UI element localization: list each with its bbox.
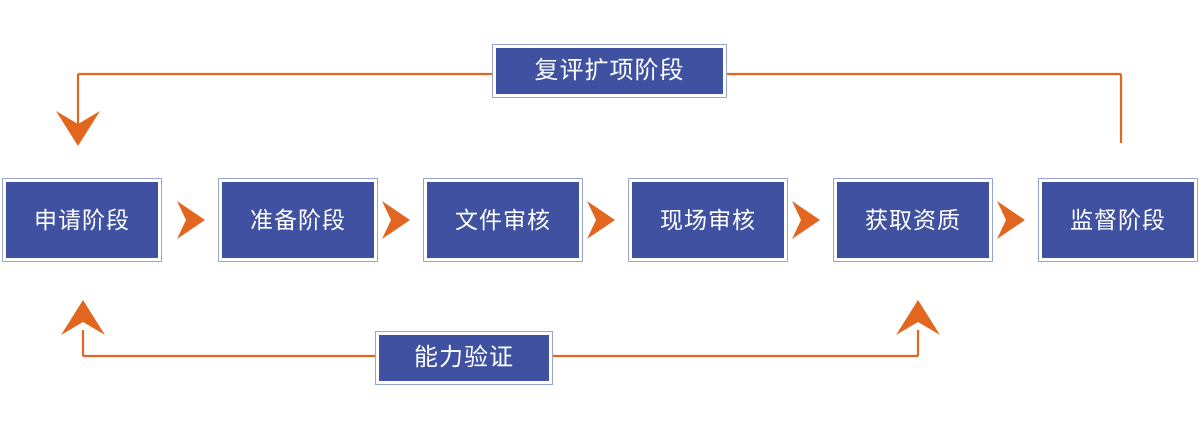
stage-box-doc-review[interactable]: 文件审核: [423, 178, 583, 262]
stage-box-apply-inner: 申请阶段: [6, 182, 158, 258]
stage-box-supervise-inner: 监督阶段: [1042, 182, 1194, 258]
stage-box-obtain[interactable]: 获取资质: [833, 178, 993, 262]
stage-box-doc-review-inner: 文件审核: [427, 182, 579, 258]
stage-label-doc-review: 文件审核: [455, 206, 551, 233]
stage-box-supervise[interactable]: 监督阶段: [1038, 178, 1198, 262]
chevron-right-icon: [997, 201, 1025, 239]
stage-box-site-audit[interactable]: 现场审核: [628, 178, 788, 262]
stage-label-apply: 申请阶段: [34, 206, 130, 233]
stage-box-prepare-inner: 准备阶段: [222, 182, 374, 258]
feedback-box-reassessment-inner: 复评扩项阶段: [496, 48, 723, 94]
feedback-box-reassessment[interactable]: 复评扩项阶段: [492, 44, 727, 98]
stage-label-site-audit: 现场审核: [660, 206, 756, 233]
feedback-box-reassessment-label: 复评扩项阶段: [534, 57, 685, 84]
arrow-up-icon-left: [61, 300, 105, 335]
chevron-right-icon: [177, 201, 205, 239]
chevron-right-icon: [382, 201, 410, 239]
stage-box-prepare[interactable]: 准备阶段: [218, 178, 378, 262]
chevron-right-icon: [792, 201, 820, 239]
stage-label-supervise: 监督阶段: [1070, 206, 1166, 233]
stage-box-obtain-inner: 获取资质: [837, 182, 989, 258]
feedback-box-proficiency-testing-label: 能力验证: [414, 344, 514, 371]
feedback-box-proficiency-testing[interactable]: 能力验证: [375, 331, 553, 385]
feedback-box-proficiency-testing-inner: 能力验证: [379, 335, 549, 381]
stage-box-apply[interactable]: 申请阶段: [2, 178, 162, 262]
stage-label-obtain: 获取资质: [865, 206, 961, 233]
arrow-down-icon: [56, 111, 100, 146]
stage-label-prepare: 准备阶段: [250, 206, 346, 233]
stage-box-site-audit-inner: 现场审核: [632, 182, 784, 258]
chevron-right-icon: [587, 201, 615, 239]
arrow-up-icon-right: [896, 300, 940, 335]
